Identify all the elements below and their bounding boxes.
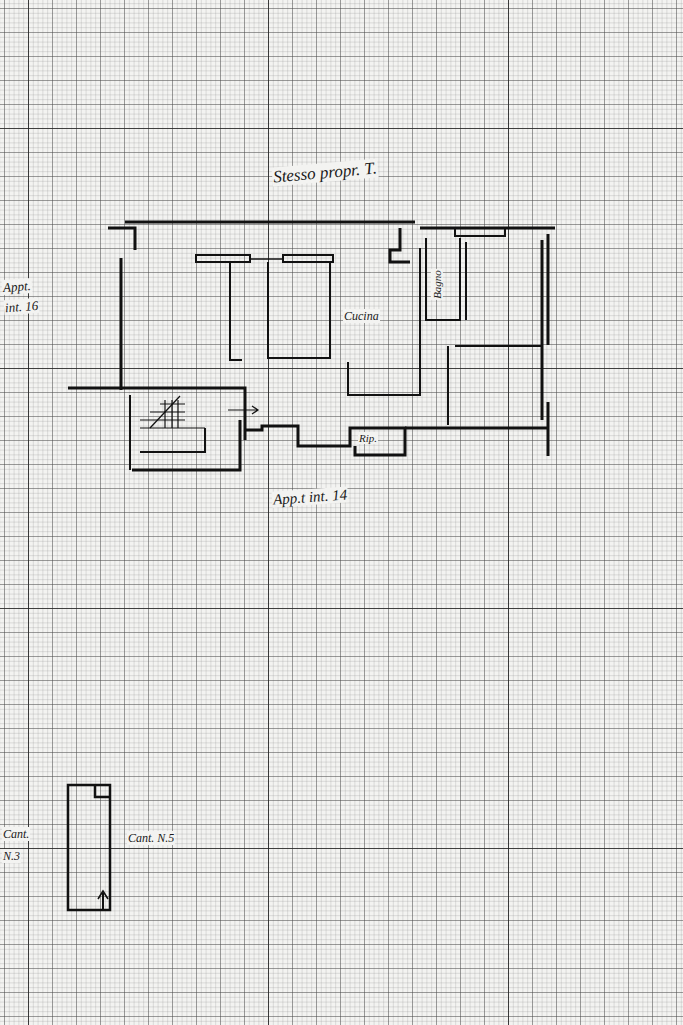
neighbor-label: Appt. — [2, 279, 33, 294]
cellar-label: N.3 — [2, 850, 21, 862]
room-name: Bagno — [431, 269, 442, 300]
room-name: Cucina — [343, 310, 380, 322]
neighbor-label: int. 16 — [4, 299, 40, 314]
cellar-label: Cant. — [2, 828, 30, 840]
room-name: Rip. — [358, 433, 378, 444]
cellar-label: Cant. N.5 — [127, 832, 175, 844]
